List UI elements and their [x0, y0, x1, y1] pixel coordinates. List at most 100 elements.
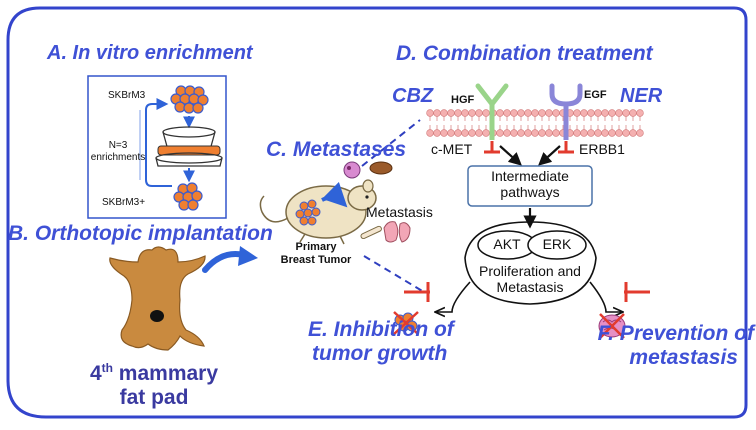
cell-cluster-top	[170, 85, 209, 114]
lipid-head	[622, 129, 630, 137]
tumor-crossed-icon	[393, 311, 419, 335]
lipid-head	[531, 109, 539, 117]
receptor-erbb1-label: ERBB1	[579, 141, 625, 157]
lipid-head	[608, 109, 616, 117]
lipid-head	[475, 129, 483, 137]
panel-f-title: F. Prevention of metastasis	[566, 322, 754, 370]
cycle-count-label: N=3 enrichments	[90, 140, 146, 163]
proliferation-loop	[464, 221, 597, 305]
implantation-arrow	[202, 251, 247, 273]
lipid-head	[461, 129, 469, 137]
lipid-head	[587, 109, 595, 117]
outer-frame	[6, 6, 748, 419]
mouse-skin-illustration	[109, 246, 206, 351]
erk-label: ERK	[542, 236, 572, 252]
outcome-arrow-right	[589, 281, 622, 312]
lipid-head	[622, 109, 630, 117]
receptor-cmet-label: c-MET	[431, 141, 473, 157]
panel-e-line2: tumor growth	[312, 342, 448, 366]
lipid-head	[636, 109, 644, 117]
lipid-head	[510, 129, 518, 137]
lipid-head	[538, 129, 546, 137]
lipid-head	[636, 129, 644, 137]
transwell-dish	[155, 126, 223, 167]
lipid-head	[524, 109, 532, 117]
implant-site-line2: fat pad	[119, 386, 189, 410]
lipid-head	[629, 109, 637, 117]
lipid-head	[447, 129, 455, 137]
lipid-head	[433, 129, 441, 137]
lipid-head	[517, 129, 525, 137]
lipid-head	[545, 129, 553, 137]
lipid-head	[482, 109, 490, 117]
ligand-hgf-label: HGF	[451, 94, 475, 106]
panel-f-line1: F. Prevention of	[597, 322, 754, 345]
outcome-line1: Proliferation and	[479, 263, 581, 279]
cell-line-top-label: SKBrM3	[108, 90, 146, 101]
erbb1-receptor	[549, 83, 583, 140]
lipid-head	[440, 109, 448, 117]
lipid-head	[601, 129, 609, 137]
lipid-head	[461, 109, 469, 117]
lipid-head	[615, 129, 623, 137]
cell-membrane	[426, 109, 644, 137]
lipid-head	[524, 129, 532, 137]
panel-e-line1: E. Inhibition of	[308, 318, 454, 341]
outcome-arrow-left	[436, 281, 471, 312]
lipid-head	[468, 109, 476, 117]
lipid-head	[573, 129, 581, 137]
lipid-head	[552, 129, 560, 137]
cycle-count-line2: enrichments	[90, 151, 146, 163]
lipid-head	[426, 109, 434, 117]
lipid-head	[503, 129, 511, 137]
lipid-head	[594, 109, 602, 117]
lipid-head	[496, 129, 504, 137]
lipid-head	[426, 129, 434, 137]
lipid-head	[454, 109, 462, 117]
cell-cluster-bottom	[173, 182, 203, 211]
lipid-head	[629, 129, 637, 137]
metastasis-label: Metastasis	[366, 204, 433, 220]
c-met-receptor	[475, 83, 509, 140]
brain-crossed-icon	[598, 313, 626, 339]
erk-node	[527, 230, 587, 260]
ligand-egf-label: EGF	[584, 89, 607, 101]
panel-a-title: A. In vitro enrichment	[47, 42, 253, 64]
lipid-head	[447, 109, 455, 117]
spread-arrow	[321, 181, 348, 208]
panel-e-title: E. Inhibition of tumor growth	[308, 318, 454, 366]
dashed-connector-top	[361, 119, 421, 167]
lipid-head	[433, 109, 441, 117]
primary-tumor	[295, 199, 321, 226]
panel-d-title: D. Combination treatment	[396, 42, 653, 65]
akt-label: AKT	[493, 236, 521, 252]
implant-site-line1: 4th mammary	[89, 361, 219, 385]
outcome-label: Proliferation and Metastasis	[470, 263, 590, 295]
lipid-head	[496, 109, 504, 117]
lipid-head	[531, 129, 539, 137]
lipid-head	[510, 109, 518, 117]
primary-tumor-line1: Primary	[295, 241, 337, 253]
panel-c-title: C. Metastases	[266, 138, 407, 161]
outcome-line2: Metastasis	[496, 279, 564, 296]
implant-site-label: 4th mammary fat pad	[74, 361, 234, 410]
panel-f-line2: metastasis	[629, 346, 738, 370]
lipid-head	[468, 129, 476, 137]
intermediate-line2: pathways	[500, 184, 560, 201]
lipid-head	[594, 129, 602, 137]
metastasis-organs	[343, 161, 411, 243]
intermediate-pathways-box	[467, 165, 593, 207]
lipid-head	[503, 109, 511, 117]
lipid-head	[454, 129, 462, 137]
lipid-head	[545, 109, 553, 117]
lipid-head	[580, 109, 588, 117]
enrichment-cycle-arrow	[145, 98, 172, 187]
drug-cbz-label: CBZ	[392, 85, 434, 107]
primary-tumor-line2: Breast Tumor	[280, 253, 352, 266]
cycle-count-line1: N=3	[108, 140, 128, 151]
lipid-head	[615, 109, 623, 117]
lipid-head	[517, 109, 525, 117]
lipid-head	[475, 109, 483, 117]
